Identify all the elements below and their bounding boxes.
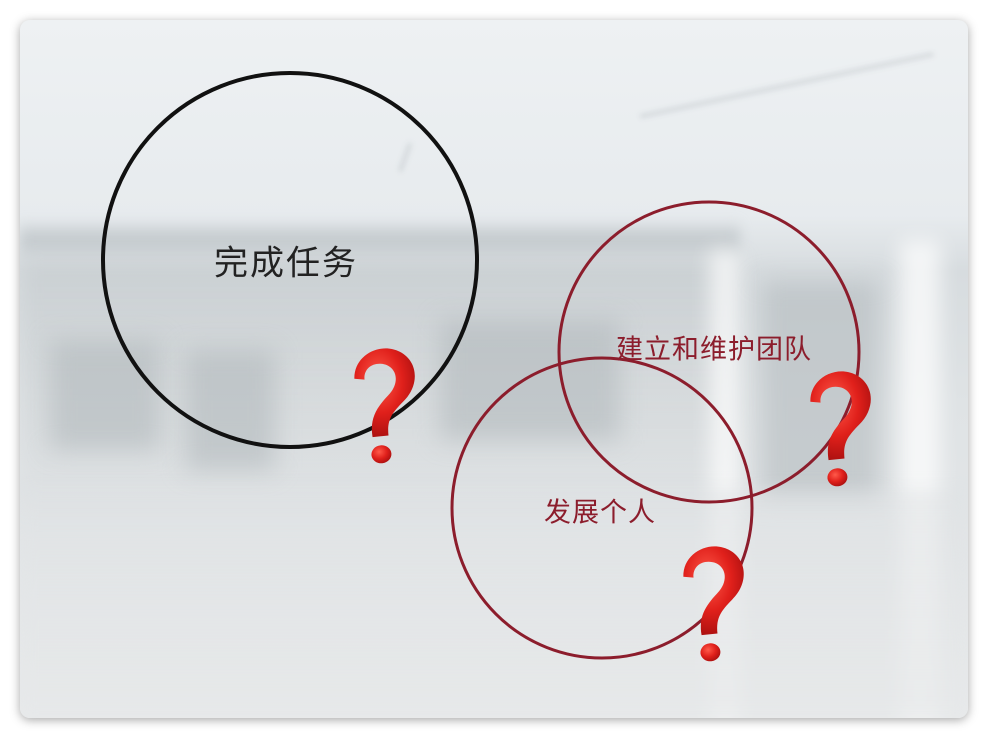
bg-window: [50, 340, 160, 450]
venn-diagram: [101, 71, 880, 664]
bg-building-roof: [20, 220, 740, 260]
individual-circle: [450, 356, 754, 660]
bg-ground: [20, 490, 968, 718]
individual-label: 发展个人: [544, 497, 656, 529]
slide-frame: 完成任务 建立和维护团队 发展个人: [20, 20, 968, 718]
task-circle: [101, 71, 479, 449]
team-circle: [557, 200, 861, 504]
task-label: 完成任务: [214, 243, 358, 284]
question-mark-icon: [351, 345, 424, 466]
team-label: 建立和维护团队: [616, 334, 812, 366]
question-mark-icon: [807, 368, 880, 489]
bg-window: [440, 320, 620, 440]
bg-window: [185, 350, 275, 470]
background-photo: [20, 20, 968, 718]
